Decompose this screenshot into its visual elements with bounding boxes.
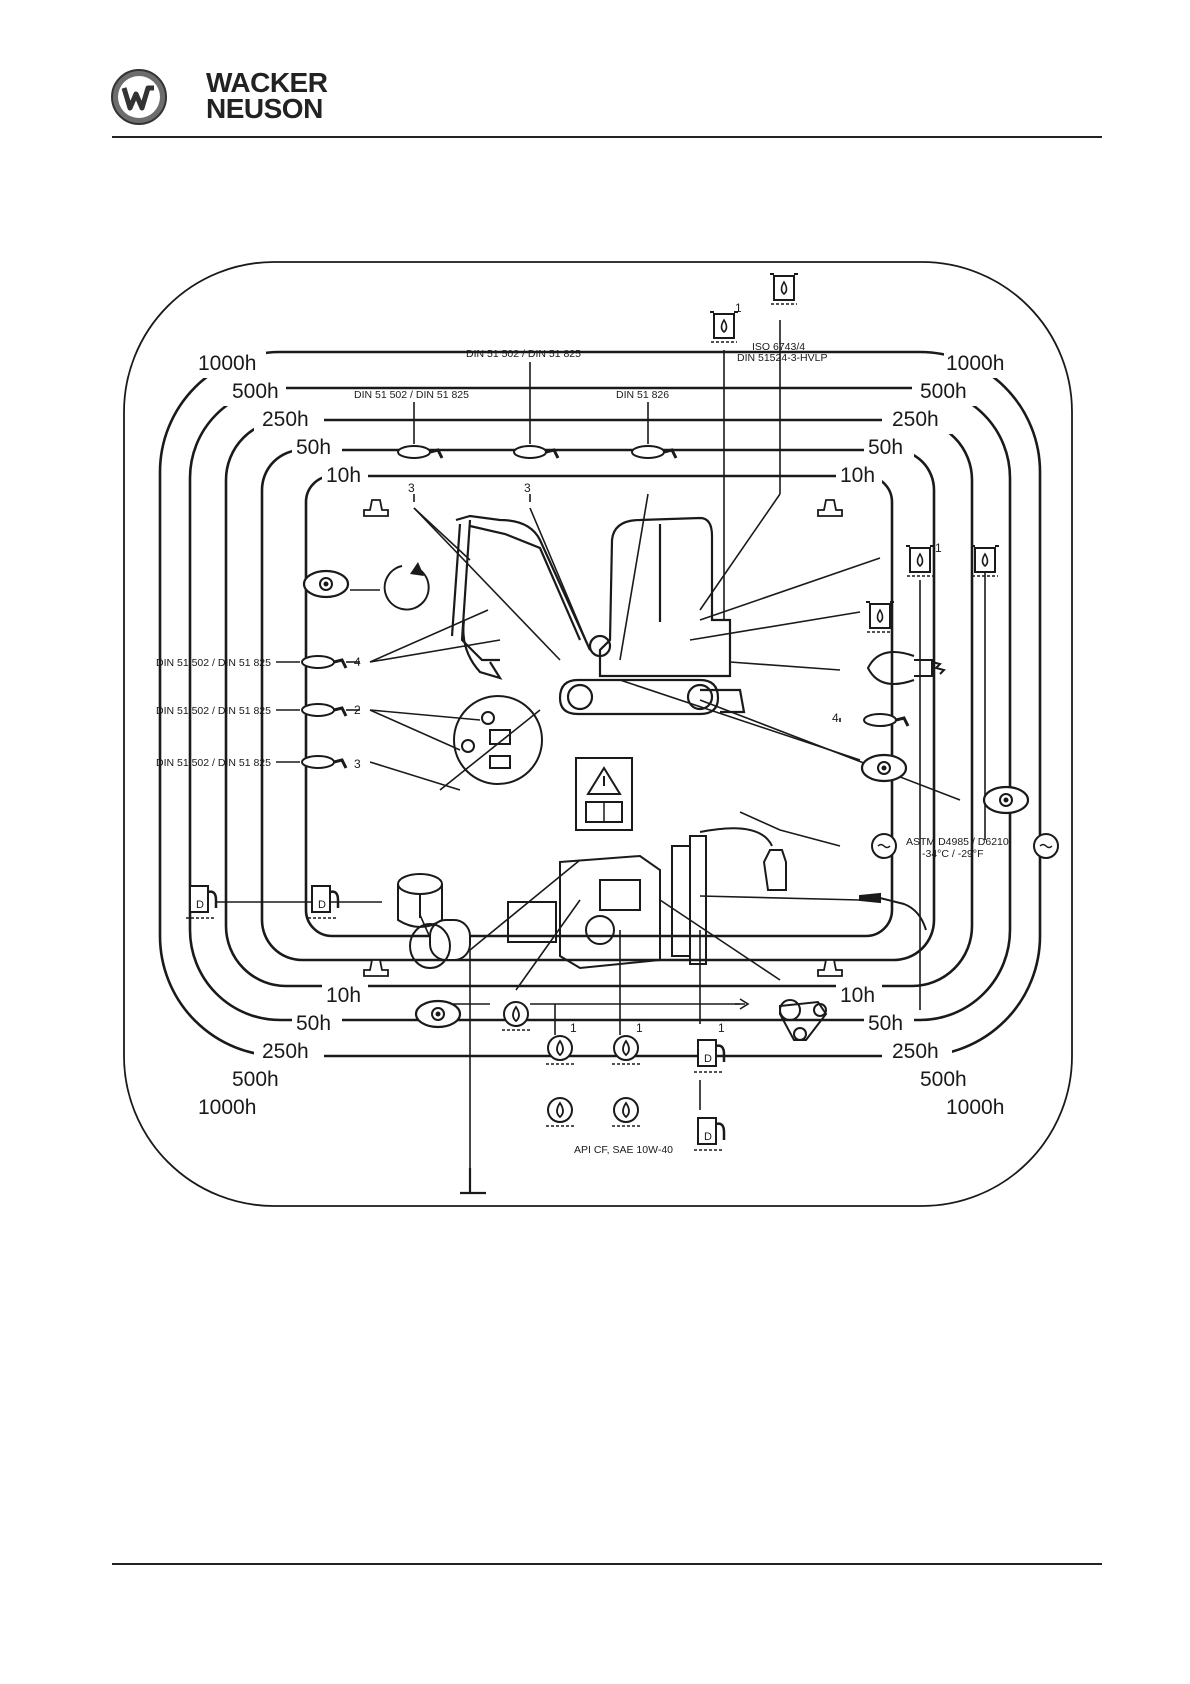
hydraulic-tank-icon [865,601,895,633]
brand-line-1: WACKER [206,67,328,98]
label-10h-bl: 10h [326,984,361,1007]
oil-drop-icon [611,1035,641,1065]
callout-3-a: 3 [408,481,415,495]
excavator-illustration [450,514,746,716]
callout-4: 4 [354,655,361,669]
std-iso-2: DIN 51524-3-HVLP [737,352,827,364]
inspect-eye-icon [414,999,462,1029]
belt-drive-icon [779,999,828,1041]
grease-gun-icon [630,444,678,460]
label-500h-br: 500h [920,1068,967,1091]
frame-outer [123,261,1073,1207]
engine-illustration [507,827,787,970]
frame-1000h [158,350,1042,1058]
label-500h-tl: 500h [232,380,279,403]
callout-3-c: 3 [354,757,361,771]
callout-1-top: 1 [735,301,742,315]
hydraulic-tank-icon [709,311,739,343]
std-din-row4: DIN 51 502 / DIN 51 825 [156,657,271,669]
oil-drop-icon [545,1035,575,1065]
callout-2: 2 [354,703,361,717]
label-1000h-bl: 1000h [198,1096,256,1119]
label-50h-bl: 50h [296,1012,331,1035]
std-din-left: DIN 51 502 / DIN 51 825 [354,389,469,401]
label-1000h-tl: 1000h [198,352,256,375]
grease-gun-icon [862,712,910,728]
std-din-826: DIN 51 826 [616,389,669,401]
std-din-top: DIN 51 502 / DIN 51 825 [466,348,581,360]
frame-250h [224,418,974,988]
std-engine-oil: API CF, SAE 10W-40 [574,1144,673,1156]
brand-line-2: NEUSON [206,93,323,124]
frame-50h [260,448,936,962]
standards-labels: DIN 51 502 / DIN 51 825 DIN 51 502 / DIN… [156,341,1009,1156]
page-header: WACKER NEUSON [0,0,1190,140]
grease-gun-icon [300,702,348,718]
label-250h-bl: 250h [262,1040,309,1063]
jack-stand-icons [363,499,843,977]
grease-gun-icon [512,444,560,460]
coolant-icon [871,833,897,859]
hydraulic-tank-icon [905,545,935,577]
footer-rule [112,1563,1102,1565]
label-250h-br: 250h [892,1040,939,1063]
grease-gun-icon [300,754,348,770]
callout-1-oil-b: 1 [636,1021,643,1035]
label-50h-br: 50h [868,1012,903,1035]
interval-labels: 1000h 500h 250h 50h 10h 1000h 500h 250h … [198,352,1004,1119]
callout-3-b: 3 [524,481,531,495]
stand-foot-icon [460,1168,486,1195]
warning-manual-icon [575,757,633,831]
label-1000h-tr: 1000h [946,352,1004,375]
label-50h-tl: 50h [296,436,331,459]
fuel-pump-icon [692,1116,726,1152]
air-filter-icon [397,873,471,969]
callout-4-right: 4 [832,711,839,725]
label-250h-tl: 250h [262,408,309,431]
label-500h-bl: 500h [232,1068,279,1091]
std-iso-1: ISO 6743/4 [752,341,805,353]
track-tensioner-icon [866,651,946,685]
inspect-eye-icon [860,753,908,783]
std-coolant-temp: -34°C / -29°F [922,848,984,860]
grease-gun-icon [300,654,348,670]
frame-10h [304,474,894,938]
inspect-eye-icon [302,569,350,599]
blow-out-icon [859,892,927,931]
grease-gun-icon [396,444,444,460]
coolant-icon [1033,833,1059,859]
rotate-arrow-icon [383,562,430,611]
brand-name: WACKER NEUSON [206,67,328,124]
callout-1-fuel: 1 [718,1021,725,1035]
std-astm: ASTM D4985 / D6210 [906,836,1009,848]
callout-1-right: 1 [935,541,942,555]
label-250h-tr: 250h [892,408,939,431]
hydraulic-tank-icon [970,545,1000,577]
joint-detail-circle [453,695,543,785]
oil-drop-icon [501,1001,531,1031]
oil-drop-icon [545,1097,575,1127]
header-rule [112,136,1102,138]
hydraulic-tank-icon [769,273,799,305]
label-1000h-br: 1000h [946,1096,1004,1119]
label-10h-tr: 10h [840,464,875,487]
std-din-row3: DIN 51 502 / DIN 51 825 [156,757,271,769]
inspect-eye-icon [982,785,1030,815]
wacker-neuson-logo-icon [111,69,167,125]
label-500h-tr: 500h [920,380,967,403]
label-50h-tr: 50h [868,436,903,459]
callout-numbers: 3 3 4 2 3 4 1 1 1 1 1 [354,301,942,1035]
label-10h-br: 10h [840,984,875,1007]
std-din-row2: DIN 51 502 / DIN 51 825 [156,705,271,717]
label-10h-tl: 10h [326,464,361,487]
leader-lines [215,320,986,1193]
frame-500h [188,386,1012,1022]
callout-1-oil: 1 [570,1021,577,1035]
oil-drop-icon [611,1097,641,1127]
